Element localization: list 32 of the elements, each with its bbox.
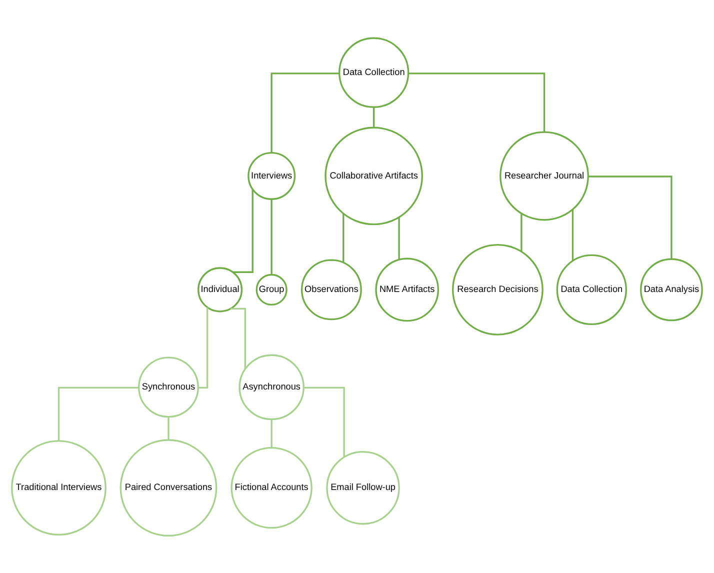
node-circle: Interviews xyxy=(248,151,296,200)
node-circle: Email Follow-up xyxy=(326,450,400,524)
node-circle: Observations xyxy=(300,258,362,320)
node-circle: Fictional Accounts xyxy=(230,446,312,528)
node-circle: Data Collection xyxy=(338,36,410,108)
connector xyxy=(232,188,254,272)
node-circle: Research Decisions xyxy=(452,244,544,335)
node-circle: Individual xyxy=(198,266,243,312)
node-circle: Synchronous xyxy=(138,356,199,418)
connector xyxy=(572,208,574,261)
connector xyxy=(198,306,208,388)
connector xyxy=(270,72,340,152)
connector xyxy=(408,72,546,132)
node-circle: Researcher Journal xyxy=(500,130,589,220)
node-circle: Group xyxy=(256,273,288,305)
node-circle: Paired Conversations xyxy=(120,438,218,536)
connector xyxy=(342,213,344,262)
connector xyxy=(373,106,375,128)
node-circle: Data Collection xyxy=(556,254,627,325)
connector xyxy=(168,416,170,440)
connector xyxy=(270,418,272,448)
node-circle: NME Artifacts xyxy=(375,257,440,322)
node-circle: Data Analysis xyxy=(640,258,703,321)
node-circle: Traditional Interviews xyxy=(11,440,106,536)
node-circle: Asynchronous xyxy=(238,354,304,420)
connector xyxy=(588,175,672,258)
connector xyxy=(270,198,272,274)
node-circle: Collaborative Artifacts xyxy=(324,126,424,225)
connector xyxy=(304,386,345,456)
connector xyxy=(520,213,522,252)
connector xyxy=(58,386,138,440)
connector xyxy=(398,216,400,260)
